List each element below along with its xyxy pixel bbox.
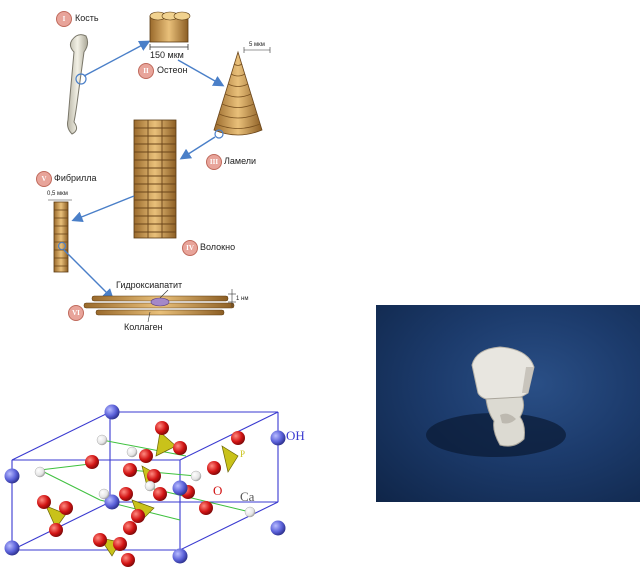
bone-zoom-circle xyxy=(75,73,87,85)
bone-implant-photo xyxy=(376,305,640,502)
label-collagen: Коллаген xyxy=(124,322,163,332)
label-oh: OH xyxy=(286,428,305,443)
label-o: O xyxy=(213,483,223,498)
stage-badge-5: V xyxy=(36,171,52,187)
scale-osteon: 150 мкм xyxy=(150,50,184,60)
fiber-bundle-illustration xyxy=(133,119,177,239)
stage-badge-3: III xyxy=(206,154,222,170)
label-fiber: Волокно xyxy=(200,242,236,252)
stage-badge-6: VI xyxy=(68,305,84,321)
oxygen-atoms xyxy=(37,421,245,567)
unit-cell-box xyxy=(11,411,279,551)
label-bone: Кость xyxy=(75,13,99,23)
implant-sample-graphic xyxy=(426,346,566,457)
stage-badge-1: I xyxy=(56,11,72,27)
calcium-atoms xyxy=(34,434,256,518)
label-hydroxyapatite: Гидроксиапатит xyxy=(116,280,183,290)
scale-fibril: 0,5 мкм xyxy=(47,191,68,197)
stage-badge-4: IV xyxy=(182,240,198,256)
lamella-cone-illustration xyxy=(213,47,271,136)
collagen-molecules-illustration xyxy=(83,289,236,323)
label-osteon: Остеон xyxy=(157,65,188,75)
osteon-illustration xyxy=(149,11,191,50)
scale-lamella: 5 мкм xyxy=(249,42,265,48)
label-fibril: Фибрилла xyxy=(54,173,97,183)
label-ca: Ca xyxy=(240,489,255,504)
stage-badge-2: II xyxy=(138,63,154,79)
label-p: P xyxy=(240,449,246,459)
bone-illustration xyxy=(67,34,89,135)
fibril-illustration xyxy=(48,199,72,273)
label-lamellae: Ламели xyxy=(224,156,257,166)
scale-molecule: 1 нм xyxy=(236,296,249,302)
hydroxide-atoms xyxy=(4,404,286,564)
